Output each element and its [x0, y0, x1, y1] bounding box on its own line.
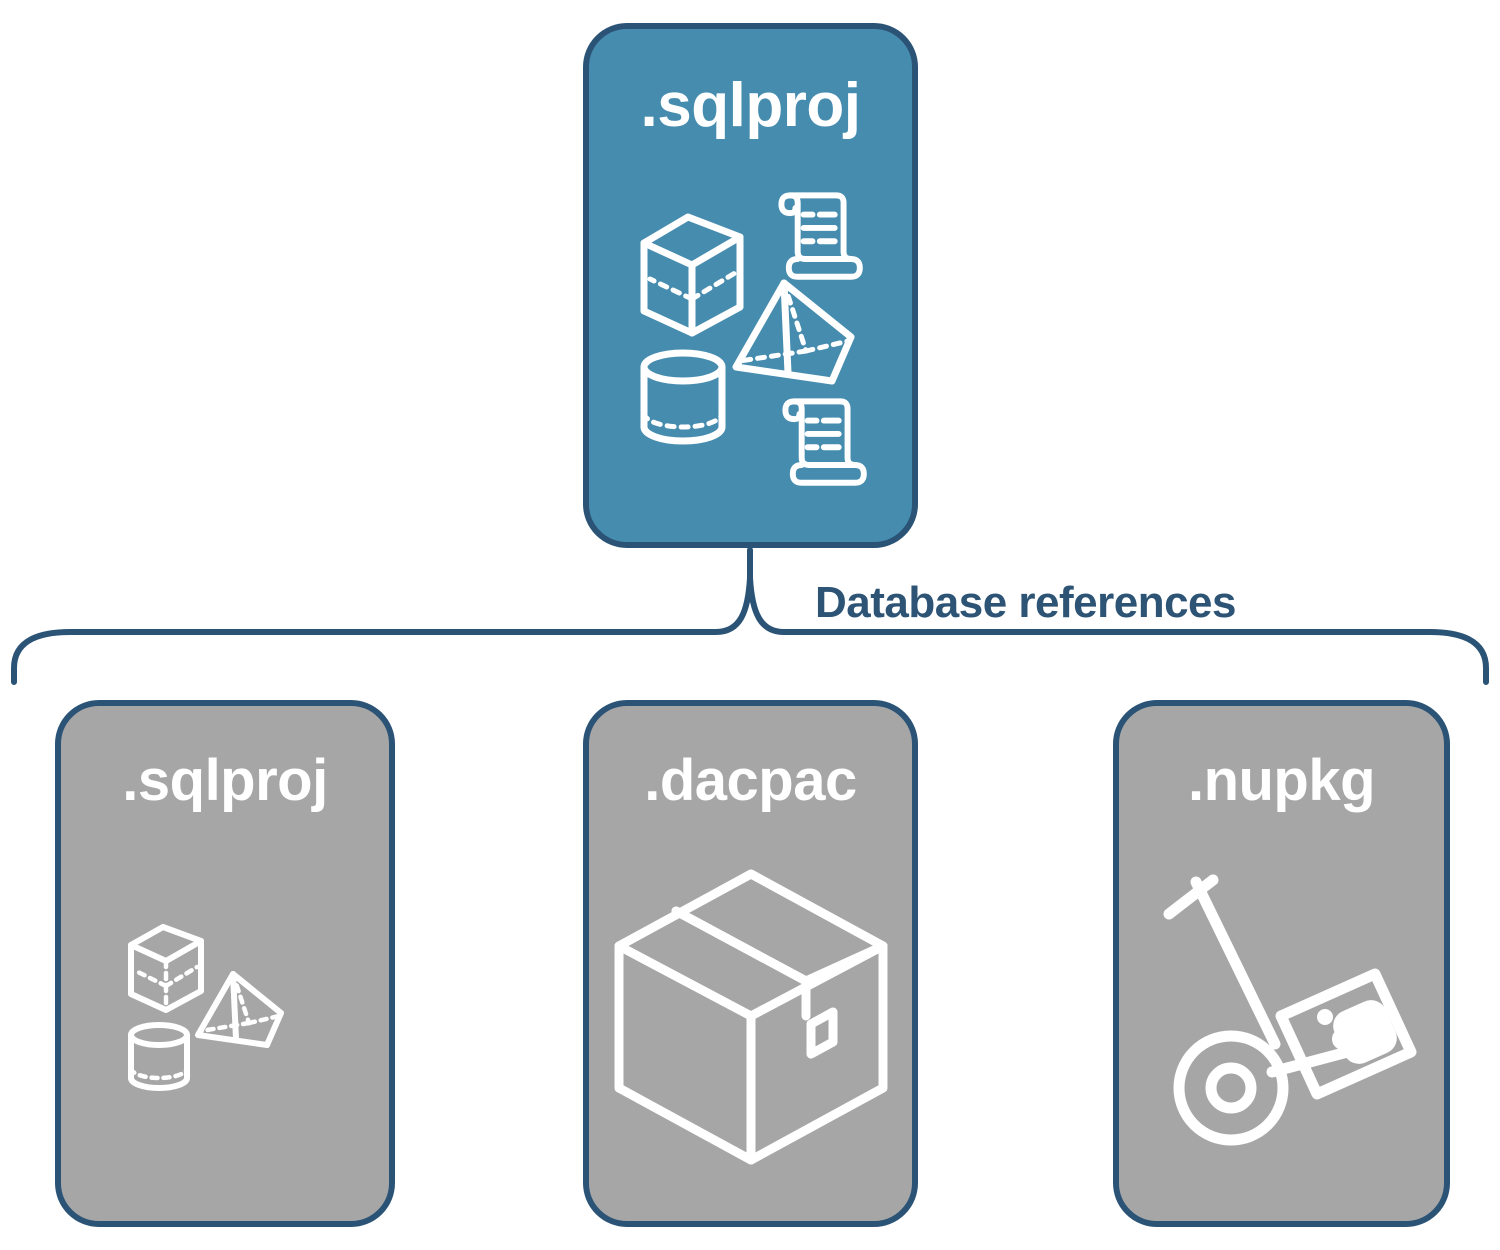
reference-card-artwork — [1119, 810, 1444, 1221]
source-card-title: .sqlproj — [640, 71, 861, 140]
bracket-label: Database references — [815, 578, 1236, 627]
reference-card-artwork — [589, 810, 912, 1221]
cube-icon — [640, 213, 743, 336]
reference-card-title: .nupkg — [1187, 748, 1376, 813]
cylinder-icon — [128, 1021, 190, 1091]
pyramid-icon — [195, 970, 284, 1048]
reference-card-dacpac[interactable]: .dacpac — [583, 700, 918, 1227]
hand-truck-nuget-icon — [1163, 874, 1416, 1145]
reference-card-title: .sqlproj — [122, 748, 328, 813]
database-references-bracket — [11, 547, 1489, 685]
reference-card-sqlproj[interactable]: .sqlproj — [55, 700, 395, 1227]
script-scroll-icon — [777, 191, 863, 280]
cube-icon — [128, 923, 204, 1013]
pyramid-icon — [732, 279, 854, 384]
bracket-brace — [11, 577, 1489, 685]
reference-card-title: .dacpac — [644, 748, 857, 813]
source-card-artwork — [589, 137, 912, 542]
package-box-icon — [614, 869, 887, 1164]
reference-card-artwork — [61, 810, 389, 1221]
reference-card-nupkg[interactable]: .nupkg — [1113, 700, 1450, 1227]
script-scroll-icon — [781, 397, 867, 486]
cylinder-icon — [640, 349, 725, 444]
source-card-sqlproj[interactable]: .sqlproj — [583, 23, 918, 548]
